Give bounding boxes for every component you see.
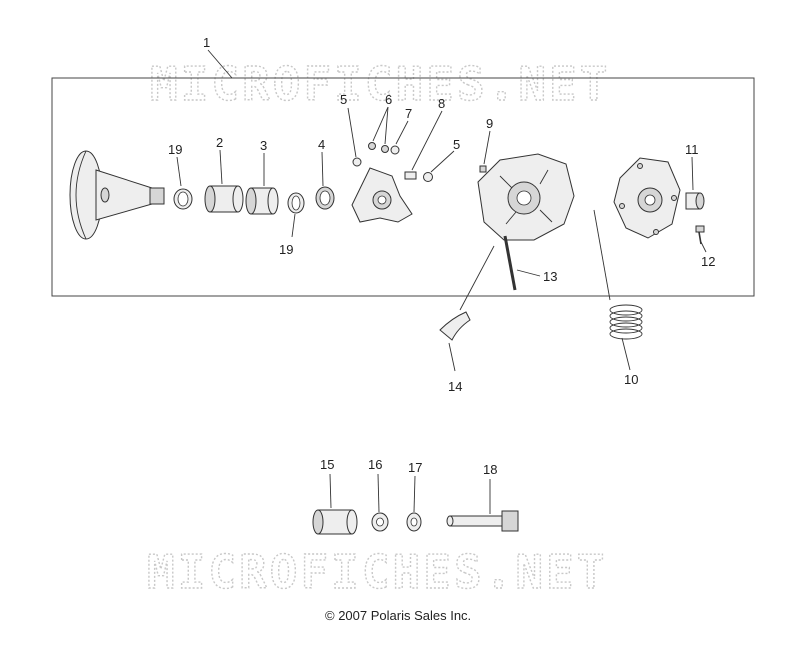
callout-5-left: 5 xyxy=(340,92,347,107)
spider-part xyxy=(351,167,413,223)
spring-10-part xyxy=(609,304,643,340)
leader-14 xyxy=(448,342,456,372)
callout-16: 16 xyxy=(368,457,382,472)
leader-5a xyxy=(347,107,357,158)
leader-4 xyxy=(321,151,324,187)
leader-6a xyxy=(372,106,389,142)
callout-19-lower: 19 xyxy=(279,242,293,257)
bushing-2-part xyxy=(204,185,244,213)
moveable-sheave-part xyxy=(69,150,165,240)
washer-17-part xyxy=(406,512,422,532)
leader-19a xyxy=(176,156,182,187)
pin-13-part xyxy=(503,235,517,291)
pin-8-part xyxy=(404,171,417,180)
washer-19-lower-part xyxy=(287,192,305,214)
bushing-15-part xyxy=(312,509,358,535)
roller-5-left-part xyxy=(352,157,362,167)
cover-housing-part xyxy=(477,153,575,241)
callout-1: 1 xyxy=(203,35,210,50)
watermark-bottom: MICROFICHES.NET xyxy=(147,545,607,599)
leader-13 xyxy=(516,269,541,277)
bolt-18-part xyxy=(446,510,519,532)
leader-5b xyxy=(430,150,455,173)
weight-14-part xyxy=(439,311,471,341)
bushing-3-part xyxy=(245,187,279,215)
callout-10: 10 xyxy=(624,372,638,387)
callout-6: 6 xyxy=(385,92,392,107)
callout-8: 8 xyxy=(438,96,445,111)
washer-16-part xyxy=(371,512,389,532)
copyright-text: © 2007 Polaris Sales Inc. xyxy=(325,608,471,623)
leader-10b xyxy=(593,209,611,301)
rollers-6-7-part xyxy=(368,142,400,155)
leader-17 xyxy=(413,475,416,513)
washer-19-upper-part xyxy=(173,188,193,210)
roller-5-right-part xyxy=(423,172,433,182)
seal-4-part xyxy=(315,186,335,210)
leader-11 xyxy=(691,156,694,191)
callout-15: 15 xyxy=(320,457,334,472)
callout-12: 12 xyxy=(701,254,715,269)
callout-18: 18 xyxy=(483,462,497,477)
leader-9 xyxy=(483,130,491,165)
leader-1 xyxy=(207,49,233,79)
callout-17: 17 xyxy=(408,460,422,475)
callout-7: 7 xyxy=(405,106,412,121)
assembly-frame xyxy=(51,77,755,297)
callout-3: 3 xyxy=(260,138,267,153)
callout-14: 14 xyxy=(448,379,462,394)
leader-15 xyxy=(329,473,332,509)
leader-8 xyxy=(411,110,443,171)
callout-19-upper: 19 xyxy=(168,142,182,157)
leader-2 xyxy=(219,149,223,185)
callout-4: 4 xyxy=(318,137,325,152)
leader-6b xyxy=(384,106,389,145)
callout-11: 11 xyxy=(685,142,699,157)
cover-plate-part xyxy=(613,157,681,239)
callout-13: 13 xyxy=(543,269,557,284)
leader-16 xyxy=(377,473,380,513)
leader-7 xyxy=(395,120,409,145)
callout-5-right: 5 xyxy=(453,137,460,152)
screw-9-part xyxy=(479,165,487,173)
leader-19b xyxy=(291,213,296,238)
leader-10 xyxy=(621,337,631,371)
leader-14b xyxy=(459,245,495,311)
callout-9: 9 xyxy=(486,116,493,131)
callout-2: 2 xyxy=(216,135,223,150)
screw-12-part xyxy=(695,225,705,245)
bushing-11-part xyxy=(685,192,705,210)
watermark-top: MICROFICHES.NET xyxy=(150,57,610,111)
leader-12 xyxy=(700,241,707,253)
